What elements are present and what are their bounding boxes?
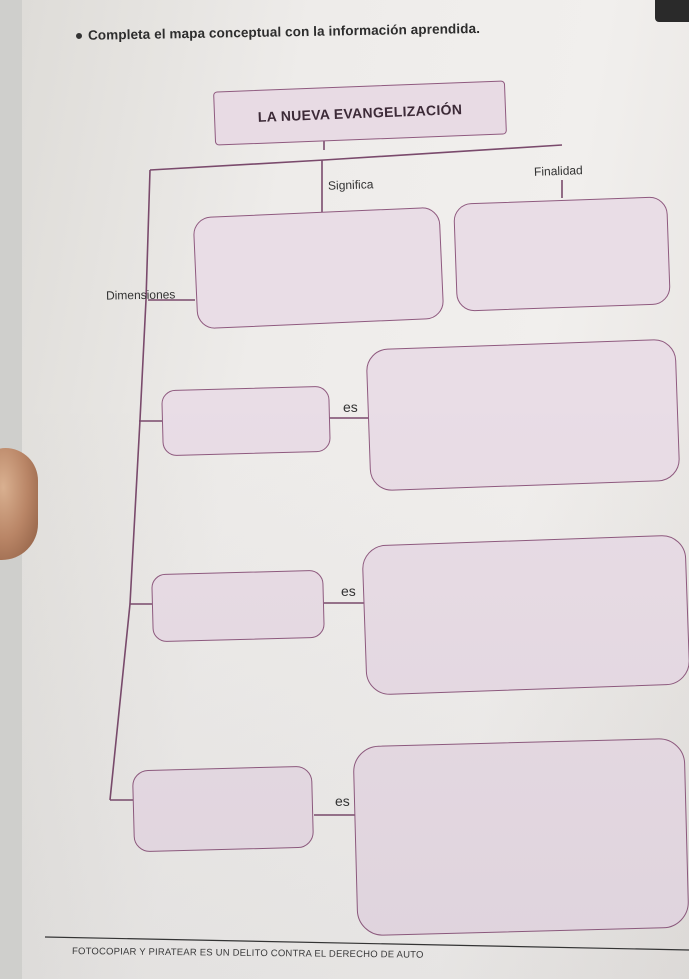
background-edge — [655, 0, 689, 22]
es-label-3: es — [335, 793, 350, 809]
map-title: LA NUEVA EVANGELIZACIÓN — [257, 101, 463, 125]
label-significa: Significa — [327, 177, 374, 193]
dimension-answer-box-1[interactable] — [365, 338, 681, 492]
dimension-answer-box-2[interactable] — [361, 534, 689, 696]
dimension-answer-box-3[interactable] — [352, 737, 689, 937]
significa-answer-box[interactable] — [192, 206, 445, 330]
dimension-box-3[interactable] — [131, 765, 315, 853]
dimension-box-1[interactable] — [161, 385, 331, 457]
dimension-box-2[interactable] — [151, 569, 325, 643]
es-label-2: es — [341, 583, 356, 599]
finalidad-answer-box[interactable] — [453, 196, 671, 312]
title-box: LA NUEVA EVANGELIZACIÓN — [213, 80, 507, 146]
label-dimensiones: Dimensiones — [105, 287, 176, 303]
es-label-1: es — [343, 399, 358, 415]
label-finalidad: Finalidad — [533, 163, 583, 179]
thumb — [0, 448, 38, 560]
